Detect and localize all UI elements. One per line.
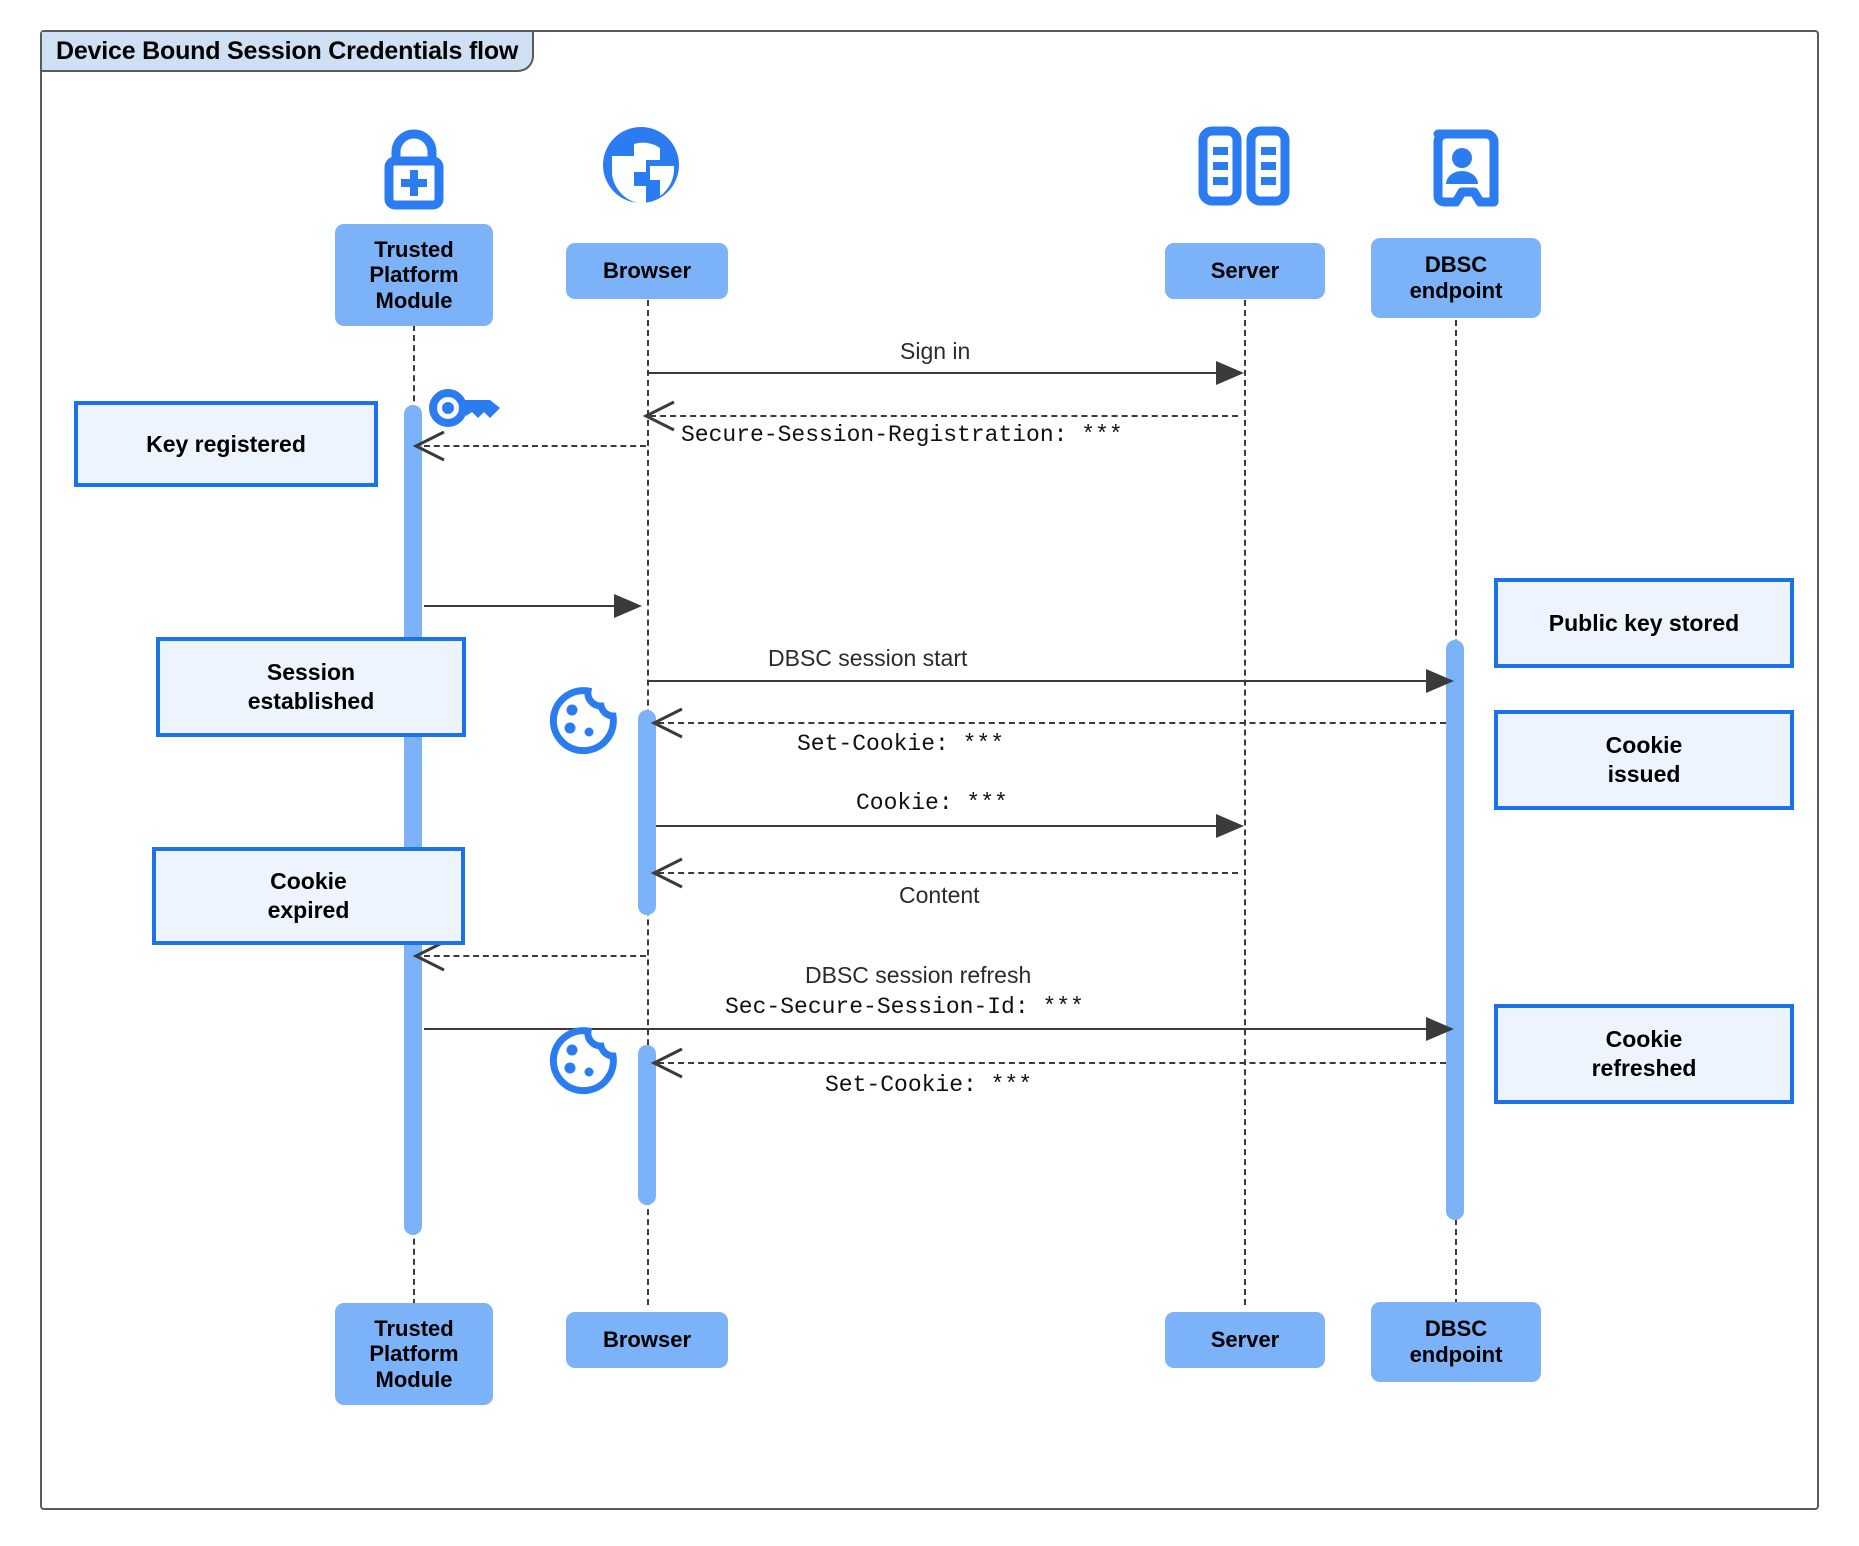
arrowhead-left-m12 bbox=[650, 1047, 683, 1079]
activation-browser-2 bbox=[638, 1045, 656, 1205]
arrowhead-left-m6 bbox=[650, 707, 683, 739]
id-badge-icon bbox=[1433, 129, 1499, 207]
diagram-title-banner: Device Bound Session Credentials flow bbox=[42, 32, 535, 72]
participant-browser-bottom[interactable]: Browser bbox=[566, 1312, 728, 1368]
message-label-m1: Sign in bbox=[900, 338, 971, 364]
note-key-registered: Key registered bbox=[74, 401, 378, 487]
cookie-icon bbox=[549, 1027, 617, 1095]
message-label-m10: DBSC session refresh bbox=[805, 962, 1032, 988]
message-line-m5 bbox=[648, 680, 1446, 682]
activation-browser-1 bbox=[638, 710, 656, 915]
message-line-m12 bbox=[658, 1062, 1446, 1064]
diagram-title: Device Bound Session Credentials flow bbox=[56, 36, 519, 65]
message-label-m11: Sec-Secure-Session-Id: *** bbox=[725, 994, 1084, 1020]
message-label-m7: Cookie: *** bbox=[856, 790, 1008, 816]
activation-dbsc bbox=[1446, 640, 1464, 1220]
note-public-key-stored: Public key stored bbox=[1494, 578, 1794, 668]
key-icon bbox=[429, 389, 500, 427]
message-line-m4 bbox=[424, 605, 636, 607]
participant-label: Server bbox=[1210, 1327, 1280, 1353]
message-line-m7 bbox=[656, 825, 1238, 827]
participant-server-top[interactable]: Server bbox=[1165, 243, 1325, 299]
padlock-plus-icon bbox=[384, 129, 444, 210]
globe-icon bbox=[603, 127, 679, 205]
message-label-m6: Set-Cookie: *** bbox=[797, 731, 1005, 757]
arrowhead-left-m9 bbox=[412, 940, 445, 972]
message-line-m6 bbox=[658, 722, 1446, 724]
message-line-m2 bbox=[650, 415, 1238, 417]
arrowhead-left-m3 bbox=[412, 430, 445, 462]
message-line-m9 bbox=[424, 955, 646, 957]
participant-label: Browser bbox=[602, 258, 692, 284]
message-label-m8: Content bbox=[899, 882, 980, 908]
arrowhead-right-m5 bbox=[1426, 669, 1454, 693]
lifeline-server bbox=[1244, 280, 1246, 1305]
cookie-icon bbox=[549, 687, 617, 755]
message-line-m1 bbox=[648, 372, 1238, 374]
arrowhead-right-m1 bbox=[1216, 361, 1244, 385]
participant-label: Browser bbox=[602, 1327, 692, 1353]
message-line-m8 bbox=[658, 872, 1238, 874]
message-line-m3 bbox=[424, 445, 646, 447]
arrowhead-right-m4 bbox=[614, 594, 642, 618]
arrowhead-left-m8 bbox=[650, 857, 683, 889]
message-label-m12: Set-Cookie: *** bbox=[825, 1072, 1033, 1098]
participant-label: Server bbox=[1210, 258, 1280, 284]
arrowhead-left-m2 bbox=[642, 400, 675, 432]
note-label: Public key stored bbox=[1548, 609, 1740, 636]
message-line-m11 bbox=[424, 1028, 1446, 1030]
note-label: Key registered bbox=[146, 430, 306, 457]
participant-browser-top[interactable]: Browser bbox=[566, 243, 728, 299]
message-label-m5: DBSC session start bbox=[768, 645, 968, 671]
server-rack-icon bbox=[1198, 126, 1290, 206]
participant-server-bottom[interactable]: Server bbox=[1165, 1312, 1325, 1368]
message-label-m2: Secure-Session-Registration: *** bbox=[681, 422, 1123, 448]
arrowhead-right-m11 bbox=[1426, 1017, 1454, 1041]
arrowhead-right-m7 bbox=[1216, 814, 1244, 838]
activation-tpm bbox=[404, 405, 422, 1235]
